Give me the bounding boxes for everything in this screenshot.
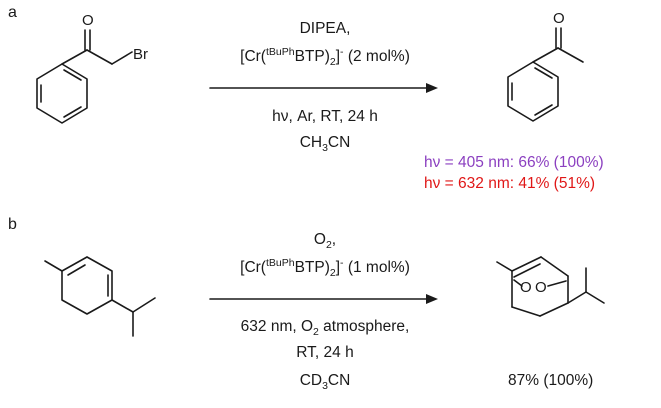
solvent-b: CD3CN [299, 372, 351, 393]
reactant-oxygen-label: O [82, 12, 94, 29]
panel-label-a: a [8, 4, 17, 21]
benzene-ring [507, 61, 559, 122]
cyclohexadiene-ring [61, 256, 113, 315]
peroxide-oxygen-2: O [535, 279, 547, 296]
methyl-bond [557, 47, 584, 63]
time-b: RT, 24 h [296, 344, 354, 361]
result-405nm: hν = 405 nm: 66% (100%) [424, 154, 604, 171]
reagent-o2: O2, [313, 231, 337, 252]
reactant-alpha-terpinene [44, 256, 156, 337]
isopropyl-bond [111, 299, 134, 313]
reactant-bromoacetophenone [36, 29, 133, 124]
conditions-a: hν, Ar, RT, 24 h [272, 108, 378, 125]
peroxide-bond-2 [547, 280, 567, 287]
reaction-arrow-b [209, 294, 438, 304]
product-ascaridole [496, 256, 605, 317]
yield-b: 87% (100%) [508, 372, 594, 389]
peroxide-bond-1 [513, 279, 523, 287]
solvent-a: CH3CN [299, 134, 351, 155]
product-acetophenone [507, 27, 584, 122]
result-632nm: hν = 632 nm: 41% (51%) [424, 175, 596, 192]
peroxide-oxygen-1: O [520, 279, 532, 296]
bromine-label: Br [133, 46, 148, 63]
reagent-dipea: DIPEA, [299, 20, 351, 37]
panel-label-b: b [8, 216, 17, 233]
methyl-bond [44, 260, 63, 272]
reaction-arrow-a [209, 83, 438, 93]
conditions-b: 632 nm, O2 atmosphere, [240, 318, 410, 339]
methyl-bond [496, 261, 513, 272]
isopropyl-bond [567, 291, 587, 304]
benzene-ring [36, 63, 88, 124]
catalyst-b: [Cr(tBuPhBTP)2]- (1 mol%) [240, 256, 410, 280]
product-oxygen-label: O [553, 10, 565, 27]
catalyst-a: [Cr(tBuPhBTP)2]- (2 mol%) [240, 45, 410, 69]
ring-to-carbonyl-bond [61, 49, 88, 65]
ch2-br-bond [111, 51, 133, 65]
